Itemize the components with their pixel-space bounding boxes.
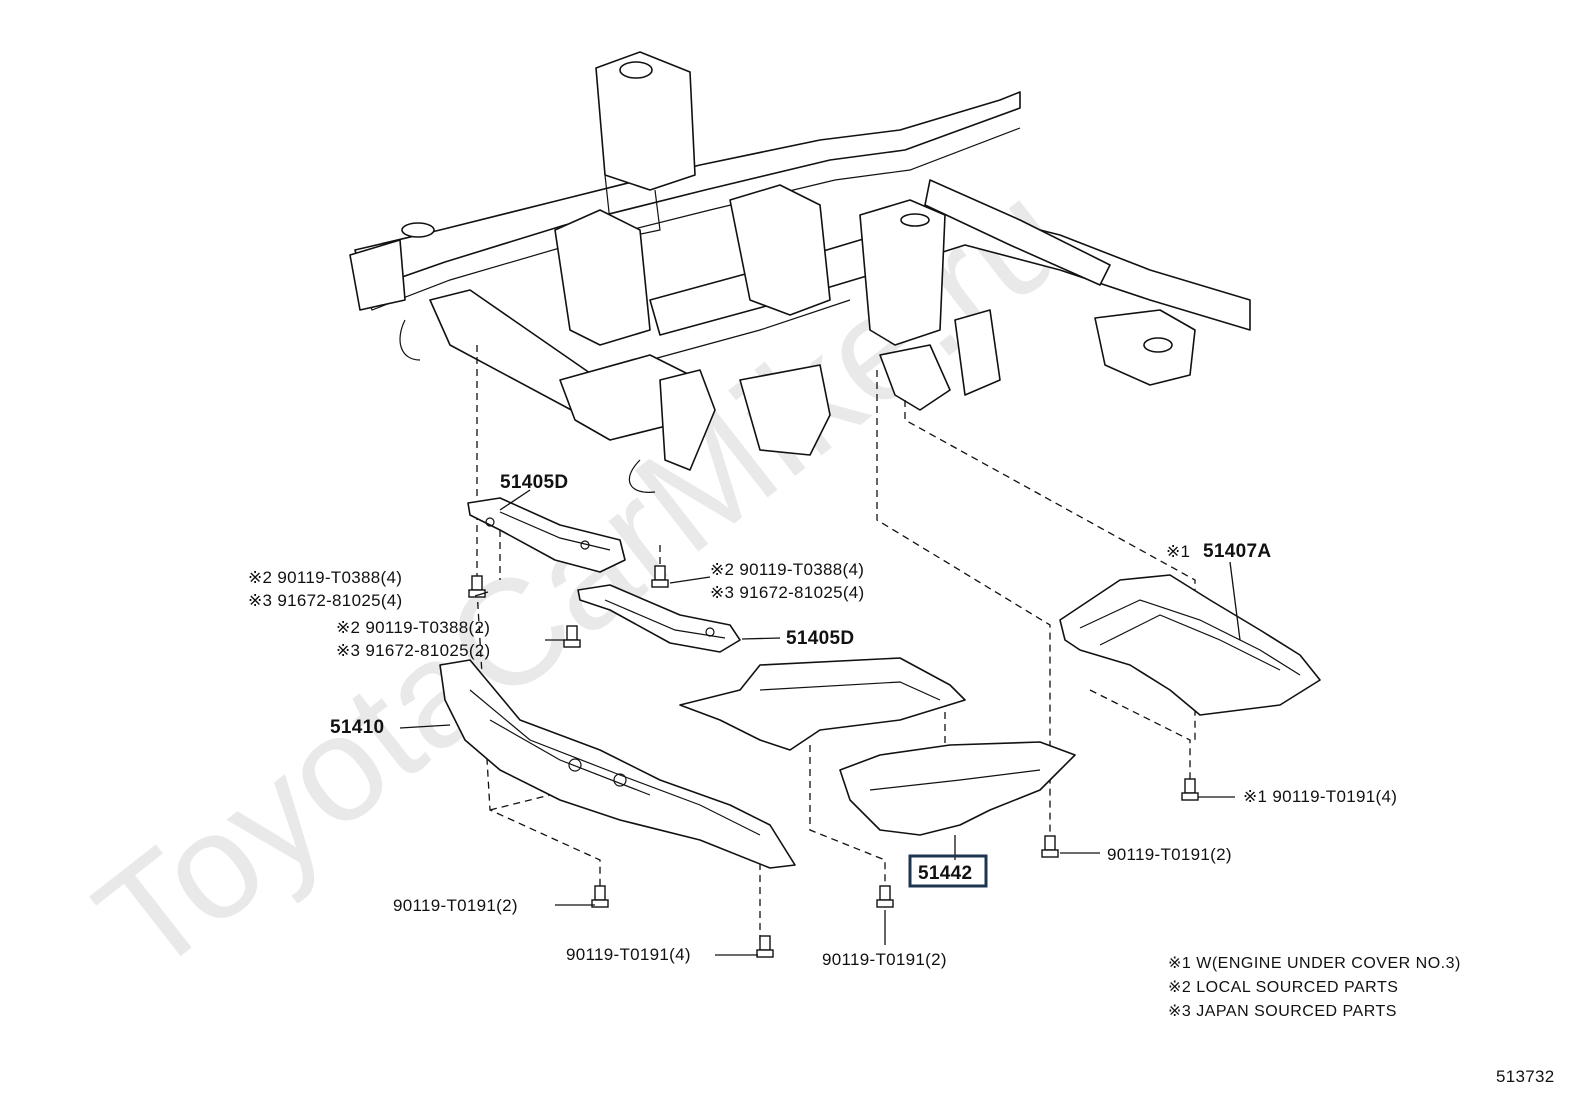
bolt-icons	[468, 565, 1199, 958]
label-51405d-upper: 51405D	[500, 472, 568, 493]
leader-lines	[399, 489, 1241, 956]
fastener-left-a2: ※3 91672-81025(4)	[248, 591, 403, 610]
label-51407a: 51407A	[1203, 541, 1271, 562]
fastener-bolt-d: 90119-T0191(2)	[1107, 845, 1232, 864]
label-51405d-lower: 51405D	[786, 628, 854, 649]
legend-item-3: ※3 JAPAN SOURCED PARTS	[1168, 1003, 1397, 1020]
legend: ※1 W(ENGINE UNDER COVER NO.3) ※2 LOCAL S…	[1168, 955, 1461, 1020]
fastener-labels: ※2 90119-T0388(4) ※3 91672-81025(4) ※2 9…	[248, 560, 1397, 969]
fastener-right-a2: ※3 91672-81025(4)	[710, 583, 865, 602]
bolt-icon	[1041, 835, 1059, 858]
part-51407a[interactable]	[1059, 574, 1321, 716]
fastener-mid-b2: ※3 91672-81025(2)	[336, 641, 491, 660]
bolt-icon	[876, 885, 894, 908]
fastener-bolt-b: 90119-T0191(4)	[566, 945, 691, 964]
diagram-number: 513732	[1496, 1067, 1555, 1086]
fastener-bolt-e: ※1 90119-T0191(4)	[1243, 787, 1397, 806]
bolt-icon	[756, 935, 774, 958]
bolt-icon	[563, 625, 581, 648]
part-51442[interactable]	[679, 657, 1076, 836]
fastener-left-a1: ※2 90119-T0388(4)	[248, 568, 402, 587]
legend-item-2: ※2 LOCAL SOURCED PARTS	[1168, 979, 1398, 996]
label-51407a-note: ※1	[1166, 542, 1190, 561]
highlight-box-51442	[908, 854, 988, 888]
bolt-icon	[591, 885, 609, 908]
part-51405d-lower[interactable]	[577, 584, 741, 653]
fastener-right-a1: ※2 90119-T0388(4)	[710, 560, 864, 579]
bolt-icon	[1181, 778, 1199, 801]
part-labels: 51405D 51405D ※1 51407A 51410 51442	[330, 472, 1271, 888]
fastener-mid-b1: ※2 90119-T0388(2)	[336, 618, 490, 637]
part-51405d-upper[interactable]	[467, 497, 626, 573]
fastener-bolt-c: 90119-T0191(2)	[822, 950, 947, 969]
label-51442: 51442	[918, 863, 972, 884]
legend-item-1: ※1 W(ENGINE UNDER COVER NO.3)	[1168, 955, 1461, 972]
chassis-frame	[349, 51, 1251, 493]
part-51410[interactable]	[439, 659, 796, 869]
bolt-icon	[651, 565, 669, 588]
fastener-bolt-a: 90119-T0191(2)	[393, 896, 518, 915]
label-51410: 51410	[330, 717, 384, 738]
